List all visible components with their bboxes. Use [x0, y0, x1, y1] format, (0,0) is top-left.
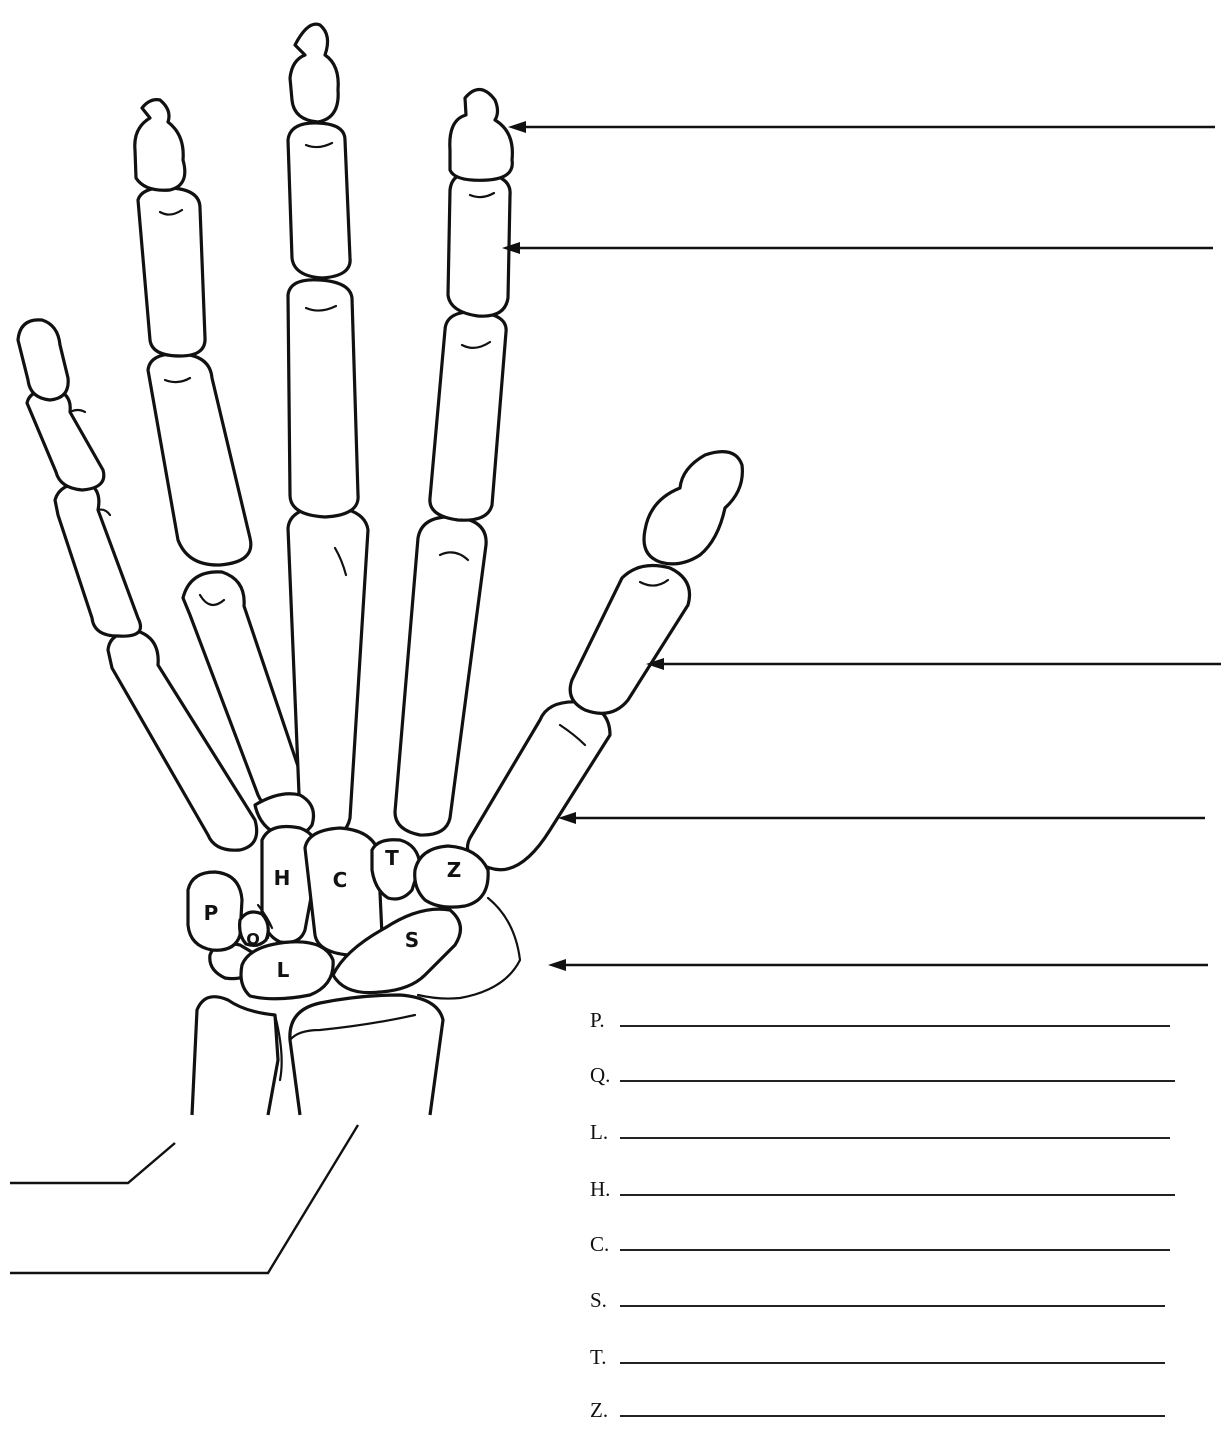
key-row-P: P. — [590, 1003, 1170, 1033]
carpal-label-T: T — [385, 846, 399, 870]
answer-blank-line[interactable] — [620, 1415, 1165, 1417]
carpal-label-C: C — [333, 868, 348, 892]
thumb-metacarpal — [468, 702, 611, 870]
index-proximal-phalanx — [430, 312, 506, 520]
thumb — [468, 452, 743, 870]
ring-distal-phalanx — [135, 100, 185, 191]
middle-distal-phalanx — [290, 24, 338, 122]
index-finger — [395, 89, 512, 835]
answer-blank-line[interactable] — [620, 1249, 1170, 1251]
key-row-Q: Q. — [590, 1058, 1175, 1088]
key-row-H: H. — [590, 1172, 1175, 1202]
key-letter: P. — [590, 1008, 620, 1033]
middle-finger — [288, 24, 368, 838]
leader-line-radius — [10, 1125, 358, 1273]
ulna-bone — [192, 997, 278, 1115]
index-middle-phalanx — [448, 172, 510, 316]
carpal-label-Q: Q — [246, 930, 260, 949]
thumb-distal-phalanx — [644, 452, 742, 564]
little-proximal-phalanx — [55, 483, 141, 636]
little-distal-phalanx — [18, 320, 68, 400]
key-letter: H. — [590, 1177, 620, 1202]
thumb-proximal-phalanx — [570, 566, 689, 714]
little-middle-phalanx — [27, 390, 104, 490]
answer-blank-line[interactable] — [620, 1080, 1175, 1082]
leader-line-ulna — [10, 1143, 175, 1183]
key-letter: L. — [590, 1120, 620, 1145]
key-letter: Q. — [590, 1063, 620, 1088]
answer-blank-line[interactable] — [620, 1362, 1165, 1364]
middle-metacarpal — [288, 506, 368, 838]
answer-blank-line[interactable] — [620, 1025, 1170, 1027]
forearm-bones — [192, 995, 443, 1115]
ring-proximal-phalanx — [148, 354, 251, 565]
middle-proximal-phalanx — [288, 280, 358, 517]
carpal-label-S: S — [405, 928, 419, 952]
radius-bone — [290, 995, 443, 1115]
key-row-L: L. — [590, 1115, 1170, 1145]
carpal-label-P: P — [204, 901, 219, 925]
key-letter: C. — [590, 1232, 620, 1257]
ring-middle-phalanx — [138, 188, 205, 356]
arrowhead-distal-phalanx — [508, 121, 526, 133]
key-row-Z: Z. — [590, 1393, 1165, 1423]
key-letter: Z. — [590, 1398, 620, 1423]
carpal-label-H: H — [274, 866, 291, 890]
key-row-T: T. — [590, 1340, 1165, 1370]
key-row-S: S. — [590, 1283, 1165, 1313]
arrowhead-carpals — [548, 959, 566, 971]
answer-blank-line[interactable] — [620, 1137, 1170, 1139]
answer-blank-line[interactable] — [620, 1194, 1175, 1196]
key-row-C: C. — [590, 1227, 1170, 1257]
answer-blank-line[interactable] — [620, 1305, 1165, 1307]
index-metacarpal — [395, 517, 486, 835]
key-letter: T. — [590, 1345, 620, 1370]
index-distal-phalanx — [450, 89, 513, 180]
key-letter: S. — [590, 1288, 620, 1313]
carpal-label-L: L — [277, 958, 290, 982]
carpal-label-Z: Z — [447, 858, 462, 882]
